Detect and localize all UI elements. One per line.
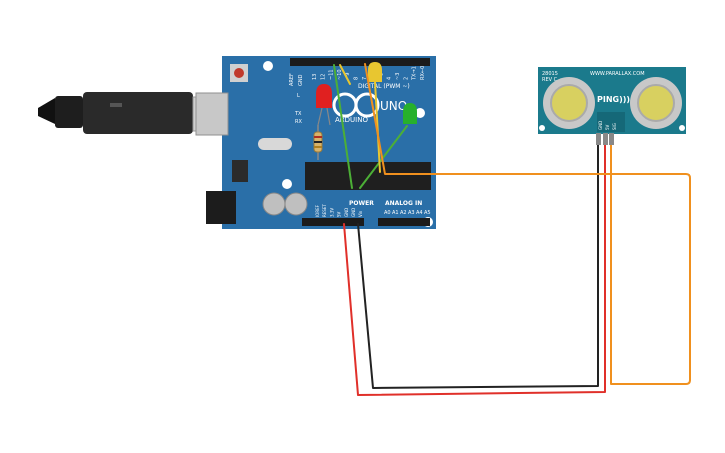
transducer-left-mesh bbox=[550, 84, 588, 122]
mounting-hole bbox=[415, 108, 425, 118]
red-led-body bbox=[316, 84, 332, 108]
sensor-name: PING))) bbox=[597, 95, 630, 104]
wire-black bbox=[357, 144, 599, 389]
digital-label: DIGITAL (PWM ~) bbox=[358, 83, 410, 90]
mounting-hole bbox=[539, 125, 545, 131]
sensor-pin-5v bbox=[603, 133, 608, 145]
digital-pin-label: 13 bbox=[312, 74, 318, 80]
analog-label: ANALOG IN bbox=[385, 200, 422, 207]
arduino-board: ARDUINO UNO DIGITAL (PWM ~) POWER ANALOG… bbox=[195, 56, 436, 229]
analog-header bbox=[378, 218, 430, 226]
digital-pin-label: ~10 bbox=[337, 69, 343, 80]
usb-logo-mark bbox=[110, 103, 122, 107]
sensor-part: 28015 bbox=[542, 71, 558, 77]
power-header bbox=[302, 218, 364, 226]
sensor-pin-gnd bbox=[596, 133, 601, 145]
wire-green bbox=[333, 64, 353, 189]
analog-pin-label: A1 bbox=[392, 210, 399, 216]
sensor-pin-label: SIG bbox=[612, 123, 617, 130]
power-pin-label: RESET bbox=[322, 204, 327, 217]
digital-pin-label: RX←0 bbox=[420, 66, 426, 80]
reset-button-cap bbox=[234, 68, 244, 78]
yellow-led bbox=[368, 62, 382, 82]
board-usb-port bbox=[195, 92, 229, 136]
digital-pin-label: ~11 bbox=[329, 69, 335, 80]
digital-pin-label: 2 bbox=[403, 77, 409, 80]
sensor-rev: REV C bbox=[542, 77, 558, 83]
power-pin-label: IOREF bbox=[315, 204, 320, 217]
digital-header bbox=[290, 58, 430, 66]
usb-cable-end bbox=[38, 98, 55, 124]
board-model: UNO bbox=[380, 99, 407, 113]
digital-pin-label: 12 bbox=[320, 74, 326, 80]
capacitor bbox=[262, 192, 286, 216]
power-jack bbox=[206, 191, 236, 224]
voltage-regulator bbox=[232, 160, 248, 182]
analog-pin-label: A5 bbox=[424, 210, 431, 216]
wire-red bbox=[343, 144, 606, 396]
on-label: ON bbox=[417, 111, 425, 117]
aref-label: AREF bbox=[289, 73, 295, 86]
wire-yellow bbox=[374, 81, 381, 173]
yellow-led-body bbox=[368, 62, 382, 82]
mounting-hole bbox=[679, 125, 685, 131]
rx-label: RX bbox=[295, 119, 302, 125]
sensor-pin-sig bbox=[609, 133, 614, 145]
power-pin-label: 3.3V bbox=[329, 208, 334, 217]
ping-sensor: 28015 REV C WWW.PARALLAX.COM PING))) GND… bbox=[538, 67, 686, 145]
sensor-pin-label: GND bbox=[598, 121, 603, 130]
digital-pin-label: 8 bbox=[354, 77, 360, 80]
sensor-pin-label: 5V bbox=[605, 124, 610, 130]
board-brand: ARDUINO bbox=[335, 116, 368, 124]
digital-pin-label: ~9 bbox=[345, 73, 351, 80]
analog-pin-label: A4 bbox=[416, 210, 423, 216]
power-pin-label: GND bbox=[344, 208, 349, 217]
wire-green bbox=[359, 125, 408, 189]
sensor-url: WWW.PARALLAX.COM bbox=[590, 71, 645, 77]
wire-orange bbox=[364, 63, 691, 385]
power-pin-label: Vin bbox=[358, 210, 363, 217]
usb-strain-relief bbox=[55, 96, 83, 128]
analog-pin-label: A2 bbox=[400, 210, 407, 216]
l-label: L bbox=[297, 93, 300, 99]
usb-cable bbox=[38, 92, 224, 134]
mounting-hole bbox=[282, 179, 292, 189]
power-pin-label: 5V bbox=[337, 211, 342, 217]
digital-pin-label: 4 bbox=[387, 77, 393, 80]
resistor bbox=[313, 125, 323, 160]
power-pin-label: GND bbox=[351, 208, 356, 217]
red-led bbox=[316, 84, 332, 126]
arduino-logo bbox=[332, 92, 380, 118]
crystal bbox=[258, 138, 292, 150]
mounting-hole bbox=[263, 61, 273, 71]
transducer-right-mesh bbox=[637, 84, 675, 122]
green-led bbox=[403, 103, 417, 124]
digital-pin-label: TX→1 bbox=[412, 66, 418, 81]
digital-pin-label: 7 bbox=[362, 77, 368, 80]
wire-yellow bbox=[339, 64, 351, 85]
analog-pin-label: A3 bbox=[408, 210, 415, 216]
wires bbox=[333, 63, 691, 396]
power-label: POWER bbox=[349, 200, 374, 207]
digital-pin-label: ~3 bbox=[395, 73, 401, 80]
green-led-body bbox=[403, 103, 417, 124]
sensor-pin-block bbox=[597, 112, 625, 132]
tx-label: TX bbox=[294, 111, 302, 117]
usb-plug-body bbox=[83, 92, 193, 134]
gnd-label: GND bbox=[298, 74, 304, 86]
capacitor bbox=[284, 192, 308, 216]
analog-pin-label: A0 bbox=[384, 210, 391, 216]
